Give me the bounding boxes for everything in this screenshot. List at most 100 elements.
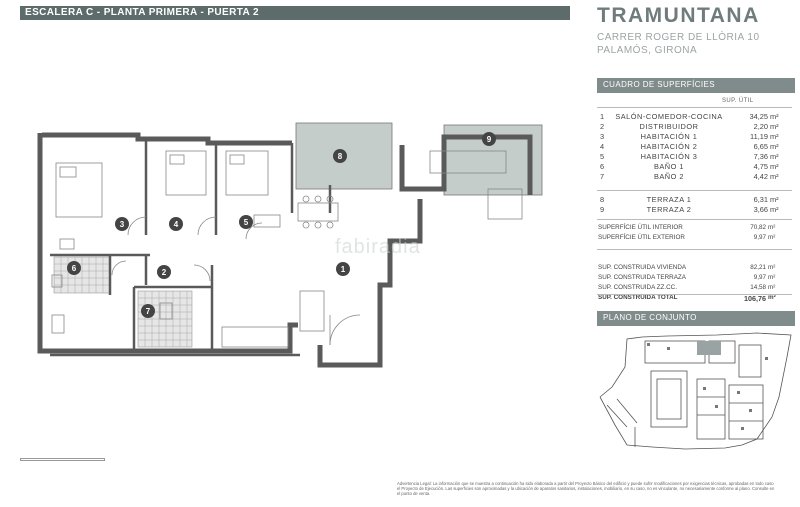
surface-row-unit: m² bbox=[770, 112, 779, 121]
surfaces-title-bar: CUADRO DE SUPERFÍCIES bbox=[597, 78, 795, 93]
surface-total-unit: m² bbox=[768, 224, 776, 231]
surface-row-number: 1 bbox=[600, 112, 605, 121]
site-plan-title: PLANO DE CONJUNTO bbox=[603, 313, 697, 322]
surface-total-value: 82,21 bbox=[750, 264, 766, 271]
surface-total-label: SUP. CONSTRUIDA VIVIENDA bbox=[598, 264, 687, 271]
room-label-4: 4 bbox=[174, 220, 179, 229]
room-badge-6 bbox=[67, 261, 81, 275]
surface-row-label: TERRAZA 1 bbox=[646, 195, 692, 204]
room-badge-1 bbox=[336, 262, 350, 276]
surface-total-value: 14,58 bbox=[750, 284, 766, 291]
surface-row-label: HABITACIÓN 1 bbox=[640, 132, 698, 141]
table-rule bbox=[597, 249, 792, 250]
room-label-5: 5 bbox=[244, 218, 249, 227]
room-label-6: 6 bbox=[72, 264, 77, 273]
scale-bar bbox=[20, 458, 105, 461]
surface-total-value: 9,97 bbox=[753, 234, 766, 241]
room-badge-7 bbox=[141, 304, 155, 318]
room-label-3: 3 bbox=[120, 220, 125, 229]
surface-row-label: HABITACIÓN 3 bbox=[640, 152, 698, 161]
surface-row-label: HABITACIÓN 2 bbox=[640, 142, 698, 151]
surface-total-label: SUPERFÍCIE ÚTIL INTERIOR bbox=[598, 224, 683, 231]
surface-row-value: 6,31 bbox=[753, 195, 768, 204]
surface-total-value: 9,97 bbox=[753, 274, 766, 281]
surface-row-number: 6 bbox=[600, 162, 605, 171]
surface-row-value: 3,66 bbox=[753, 205, 768, 214]
room-label-8: 8 bbox=[338, 152, 343, 161]
surface-total-unit: m² bbox=[768, 284, 776, 291]
room-badge-3 bbox=[115, 217, 129, 231]
surface-row-value: 4,42 bbox=[753, 172, 768, 181]
surface-row-value: 34,25 bbox=[749, 112, 769, 121]
room-label-2: 2 bbox=[162, 268, 167, 277]
surface-row-unit: m² bbox=[770, 195, 779, 204]
room-badge-8 bbox=[333, 149, 347, 163]
surface-row-unit: m² bbox=[770, 122, 779, 131]
surface-total-label: SUP. CONSTRUIDA TOTAL bbox=[598, 294, 678, 301]
table-rule bbox=[597, 107, 792, 108]
surface-row-label: BAÑO 2 bbox=[653, 172, 685, 181]
surface-total-label: SUPERFÍCIE ÚTIL EXTERIOR bbox=[598, 234, 685, 241]
surface-total-unit: m² bbox=[768, 274, 776, 281]
surface-row-unit: m² bbox=[770, 132, 779, 141]
room-badge-5 bbox=[239, 215, 253, 229]
surface-row-number: 4 bbox=[600, 142, 605, 151]
total-underline bbox=[597, 294, 792, 295]
surface-row-label: DISTRIBUIDOR bbox=[639, 122, 699, 131]
surface-total-label: SUP. CONSTRUIDA TERRAZA bbox=[598, 274, 686, 281]
room-label-1: 1 bbox=[341, 265, 346, 274]
surface-total-unit: m² bbox=[768, 264, 776, 271]
surface-row-unit: m² bbox=[770, 162, 779, 171]
surface-row-number: 9 bbox=[600, 205, 605, 214]
surface-row-unit: m² bbox=[770, 172, 779, 181]
surface-total-label: SUP. CONSTRUIDA ZZ.CC. bbox=[598, 284, 677, 291]
legal-disclaimer: Advertencia Legal: La información que se… bbox=[397, 481, 775, 497]
address-line-1: CARRER ROGER DE LLÒRIA 10 bbox=[597, 32, 760, 43]
site-plan-drawing bbox=[599, 332, 792, 450]
room-label-9: 9 bbox=[487, 135, 492, 144]
surface-row-number: 7 bbox=[600, 172, 605, 181]
surface-row-number: 3 bbox=[600, 132, 605, 141]
site-plan-title-bar: PLANO DE CONJUNTO bbox=[597, 311, 795, 326]
surfaces-title: CUADRO DE SUPERFÍCIES bbox=[603, 80, 715, 89]
floor-plan: 1 2 3 4 5 6 7 8 9 bbox=[37, 122, 543, 368]
surface-total-value: 106,76 bbox=[744, 294, 766, 303]
surface-total-unit: m² bbox=[768, 234, 776, 241]
room-badge-2 bbox=[157, 265, 171, 279]
header-bar: ESCALERA C - PLANTA PRIMERA - PUERTA 2 bbox=[20, 6, 570, 20]
surface-row-value: 11,19 bbox=[750, 132, 768, 141]
surface-row-value: 4,75 bbox=[753, 162, 768, 171]
surface-row-value: 2,20 bbox=[753, 122, 768, 131]
surface-total-unit: m² bbox=[768, 294, 776, 301]
brand-name: TRAMUNTANA bbox=[597, 4, 760, 27]
surface-row-number: 2 bbox=[600, 122, 605, 131]
surface-total-value: 70,82 bbox=[750, 224, 766, 231]
surface-row-label: BAÑO 1 bbox=[653, 162, 685, 171]
room-badge-4 bbox=[169, 217, 183, 231]
surface-row-unit: m² bbox=[770, 152, 779, 161]
surface-row-label: TERRAZA 2 bbox=[646, 205, 692, 214]
table-rule bbox=[597, 190, 792, 191]
header-title: ESCALERA C - PLANTA PRIMERA - PUERTA 2 bbox=[25, 7, 259, 18]
room-badge-9 bbox=[482, 132, 496, 146]
surface-row-value: 7,36 bbox=[753, 152, 768, 161]
surface-row-number: 5 bbox=[600, 152, 605, 161]
watermark: fabiradia bbox=[335, 236, 421, 258]
table-rule bbox=[597, 219, 792, 220]
surfaces-column-header: SUP. ÚTIL bbox=[722, 98, 754, 104]
surface-row-label: SALÓN-COMEDOR-COCINA bbox=[615, 112, 723, 121]
surface-row-value: 6,65 bbox=[753, 142, 768, 151]
surface-row-unit: m² bbox=[770, 205, 779, 214]
